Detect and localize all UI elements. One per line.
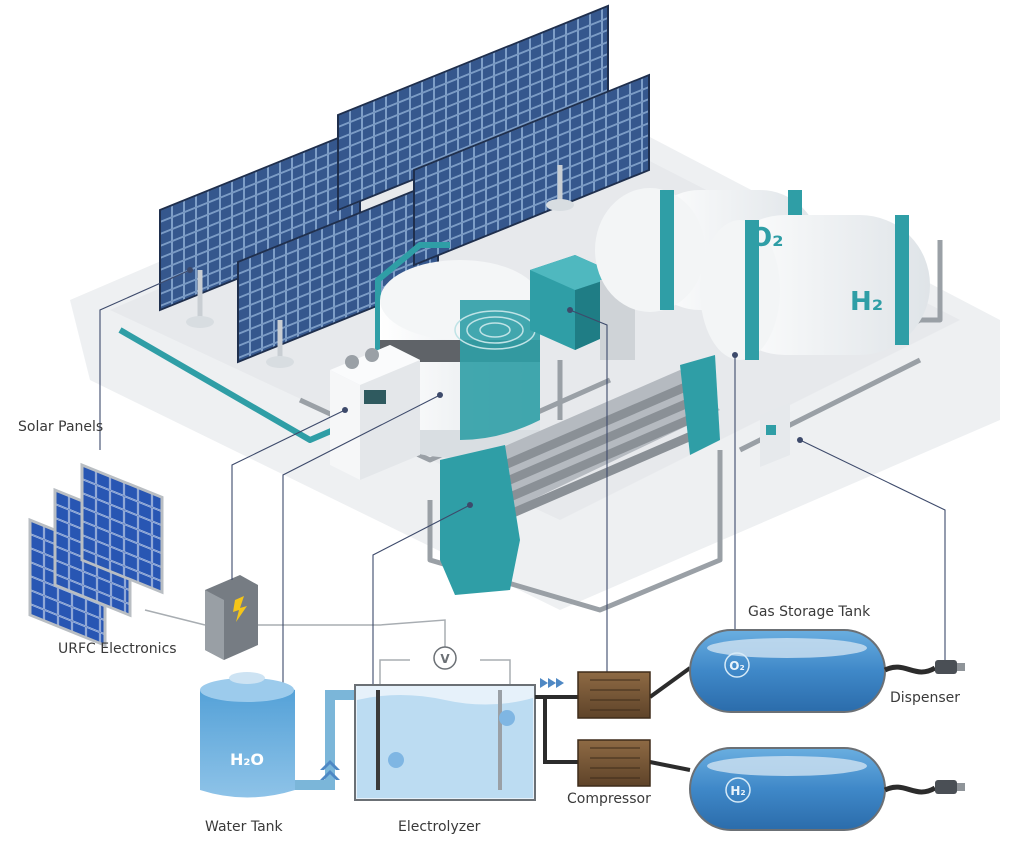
solar-panels-lower [28, 462, 164, 648]
hydrogen-tank-mark: H₂ [850, 287, 883, 317]
label-urfc-electronics: URFC Electronics [58, 641, 177, 657]
compressor-bottom [577, 739, 651, 787]
urfc-electronics-box [205, 575, 258, 660]
voltmeter-mark: V [440, 652, 450, 666]
label-dispenser: Dispenser [890, 690, 960, 706]
control-cabinet [330, 345, 420, 480]
label-electrolyzer: Electrolyzer [398, 819, 481, 835]
flow-arrows-right [540, 678, 564, 688]
oxygen-capsule-mark: O₂ [729, 659, 744, 673]
hydrogen-capsule-mark: H₂ [730, 784, 745, 798]
wiring [144, 609, 511, 685]
water-tank-mark: H₂O [230, 750, 264, 769]
label-solar-panels: Solar Panels [18, 419, 104, 435]
water-tank: H₂O [200, 672, 295, 798]
label-water-tank: Water Tank [205, 819, 283, 835]
dispenser-hoses [883, 664, 937, 795]
callout-lines [99, 269, 946, 745]
label-gas-storage-tank: Gas Storage Tank [748, 604, 871, 620]
voltmeter: V [433, 646, 457, 670]
hydrogen-storage-tank [700, 215, 930, 360]
oxygen-capsule: O₂ [689, 629, 886, 713]
dispenser-nozzles [935, 660, 965, 794]
label-compressor: Compressor [567, 791, 651, 807]
flow-arrows-up [320, 760, 340, 780]
dispenser-unit [760, 403, 790, 467]
hydrogen-capsule: H₂ [689, 747, 886, 831]
compressor-top [577, 671, 651, 719]
electrolyzer-stack [440, 355, 720, 595]
electrolyzer-bath [354, 684, 536, 801]
oxygen-tank-mark: O₂ [750, 223, 784, 253]
teal-device [530, 255, 635, 360]
rooftop-solar-panels [159, 4, 650, 368]
